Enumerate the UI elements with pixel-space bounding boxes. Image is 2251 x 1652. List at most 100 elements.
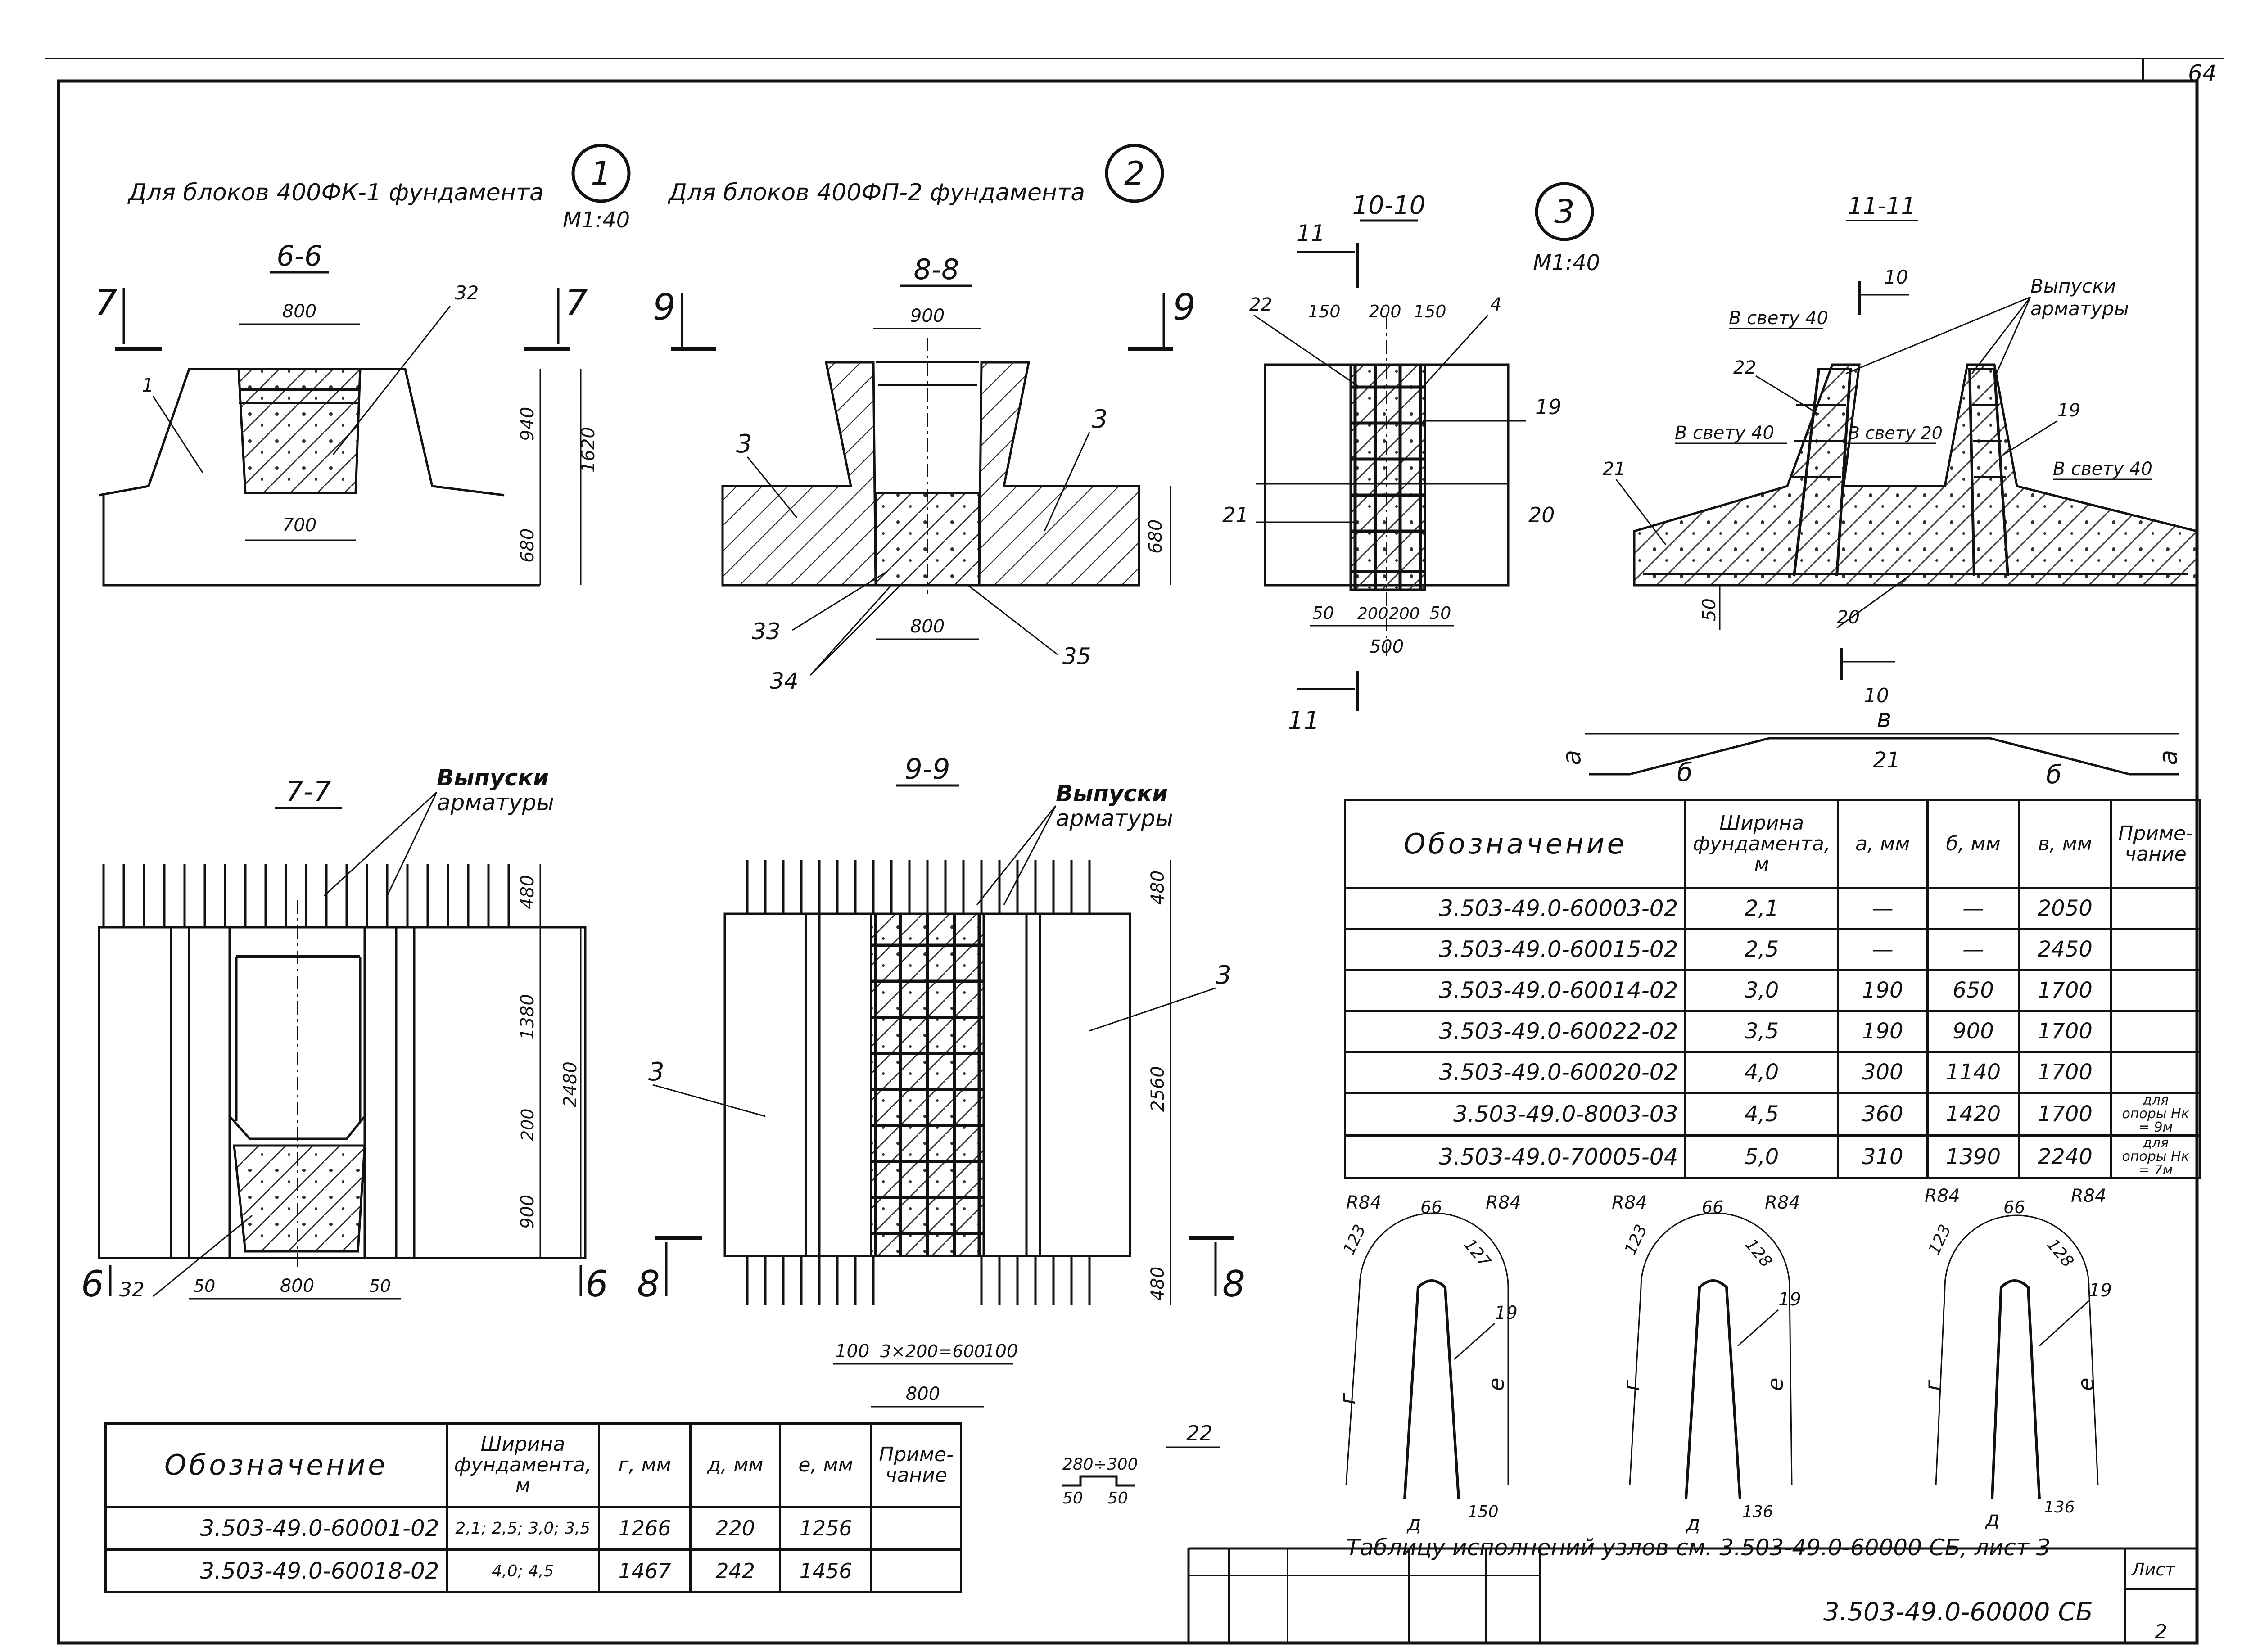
cell: 300: [1836, 1051, 1929, 1094]
callout-3-number: 3: [1554, 193, 1575, 230]
pos-32: 32: [455, 282, 479, 304]
headers: Для блоков 400ФК-1 фундамента 1 М1:40 Дл…: [127, 144, 1600, 275]
cell: 2,1: [1684, 887, 1839, 930]
pos-3-b: 3: [1092, 405, 1108, 434]
svg-text:10: 10: [1864, 684, 1889, 707]
callout-3-scale: М1:40: [1533, 250, 1600, 275]
section-6-6: 6-6 7 7 800 700 32 1 940 1620 680: [95, 239, 599, 587]
r84-a: R84: [1346, 1192, 1382, 1213]
spec-table-right: Обозначение Ширина фундамента, м а, мм б…: [1343, 799, 2201, 1179]
pos-19-d: 19: [1778, 1289, 1801, 1310]
col-b: б, мм: [1926, 799, 2020, 889]
cell: 3.503-49.0-60015-02: [1343, 928, 1687, 971]
label-vypuski-77-b: арматуры: [437, 790, 554, 816]
svg-text:9: 9: [1173, 286, 1196, 328]
label-vypuski-77-a: Выпуски: [437, 765, 549, 791]
cell: 3.503-49.0-60018-02: [104, 1548, 448, 1593]
header-400fk1: Для блоков 400ФК-1 фундамента: [127, 179, 544, 206]
cell: 900: [1926, 1010, 2020, 1053]
dim-200-r: 200: [1389, 605, 1420, 623]
label-clear-20: В свету 20: [1848, 423, 1943, 443]
svg-text:г: г: [1921, 1379, 1946, 1391]
pos-22-b: 22: [1733, 357, 1756, 378]
col-note: Приме-чание: [870, 1422, 962, 1508]
list-label: Лист: [2131, 1560, 2176, 1580]
cell: [870, 1506, 962, 1551]
callout-1-scale: М1:40: [563, 208, 630, 233]
cell: 3.503-49.0-60001-02: [104, 1506, 448, 1551]
pos-4: 4: [1490, 294, 1501, 315]
section-11-11: 11-11 10 В свету 40 22 В свету 40 В свет…: [1603, 193, 2198, 707]
cell: 190: [1836, 1010, 1929, 1053]
pos-35: 35: [1062, 643, 1091, 669]
dim-136-b: 136: [2044, 1498, 2075, 1517]
dim-150-r: 150: [1414, 302, 1446, 321]
dim-900: 900: [910, 306, 945, 326]
cell: 3.503-49.0-70005-04: [1343, 1134, 1687, 1179]
dim-280-300: 280÷300: [1062, 1455, 1138, 1474]
cell: 190: [1836, 969, 1929, 1012]
dim-1620: 1620: [578, 427, 599, 473]
r84-c: R84: [1612, 1192, 1647, 1213]
cell: 310: [1836, 1134, 1929, 1179]
svg-text:11: 11: [1288, 706, 1320, 736]
pos-32-b: 32: [119, 1278, 145, 1301]
label-clear-40-c: В свету 40: [2053, 459, 2152, 479]
dim-50-d: 50: [369, 1276, 391, 1296]
hairpin-1: R84 R84 66 123 127 19 г е д 150: [1335, 1192, 1521, 1535]
cell: [870, 1548, 962, 1593]
cell: 1456: [778, 1548, 873, 1593]
dim-100-b: 100: [984, 1341, 1018, 1362]
dim-50-f: 50: [1107, 1489, 1128, 1508]
cell: 1390: [1926, 1134, 2020, 1179]
cell: 2450: [2018, 928, 2112, 971]
section-label-7-7: 7-7: [285, 775, 331, 808]
dim-123-c: 123: [1925, 1222, 1955, 1258]
cell: 3.503-49.0-60014-02: [1343, 969, 1687, 1012]
cell: [2110, 1010, 2201, 1053]
cell: 2,5: [1684, 928, 1839, 971]
bar-22-detail: 22 280÷300 50 50: [1062, 1421, 1220, 1508]
svg-text:д: д: [1686, 1511, 1700, 1535]
svg-text:7: 7: [565, 282, 588, 324]
cell: 3.503-49.0-60003-02: [1343, 887, 1687, 930]
pos-20: 20: [1528, 503, 1555, 527]
cell: 1256: [778, 1506, 873, 1551]
pos-3-d: 3: [1216, 961, 1232, 990]
label-clear-40-a: В свету 40: [1729, 308, 1828, 329]
col-v: в, мм: [2018, 799, 2112, 889]
cell: [2110, 887, 2201, 930]
dim-200: 200: [1369, 302, 1401, 321]
sheet-number: 64: [2188, 60, 2217, 86]
pos-22: 22: [1249, 294, 1272, 315]
cell: 4,5: [1684, 1092, 1839, 1137]
profile-label-v: в: [1876, 704, 1891, 733]
section-label-6-6: 6-6: [276, 239, 322, 272]
hairpin-details: R84 R84 66 123 127 19 г е д 150 R84 R84 …: [1335, 1186, 2112, 1535]
dim-680: 680: [517, 528, 538, 563]
callout-1-number: 1: [591, 154, 611, 192]
dim-66-c: 66: [2003, 1197, 2025, 1217]
svg-text:д: д: [1406, 1511, 1421, 1535]
cell: 3.503-49.0-8003-03: [1343, 1092, 1687, 1137]
section-label-11-11: 11-11: [1848, 193, 1916, 220]
dim-50-e: 50: [1062, 1489, 1083, 1508]
col-note: Приме-чание: [2110, 799, 2201, 889]
pos-19-c: 19: [1495, 1303, 1518, 1323]
svg-text:е: е: [1763, 1377, 1788, 1391]
section-10-10: 10-10 11 22 150 200 150 4 19 20 21: [1222, 191, 1562, 736]
cell: 4,0: [1684, 1051, 1839, 1094]
cell: —: [1836, 928, 1929, 971]
section-8-8: 8-8 9 9 900 800 3 3 33 34 35 680: [653, 253, 1196, 694]
pos-33: 33: [752, 618, 781, 645]
cell: для опоры Нк = 9м: [2110, 1092, 2201, 1137]
svg-text:е: е: [2074, 1377, 2099, 1391]
table-header-row: Обозначение Ширина фундамента, м г, мм д…: [104, 1422, 962, 1508]
svg-text:8: 8: [1222, 1263, 1245, 1305]
pos-3-a: 3: [736, 429, 752, 459]
col-g: г, мм: [597, 1422, 692, 1508]
